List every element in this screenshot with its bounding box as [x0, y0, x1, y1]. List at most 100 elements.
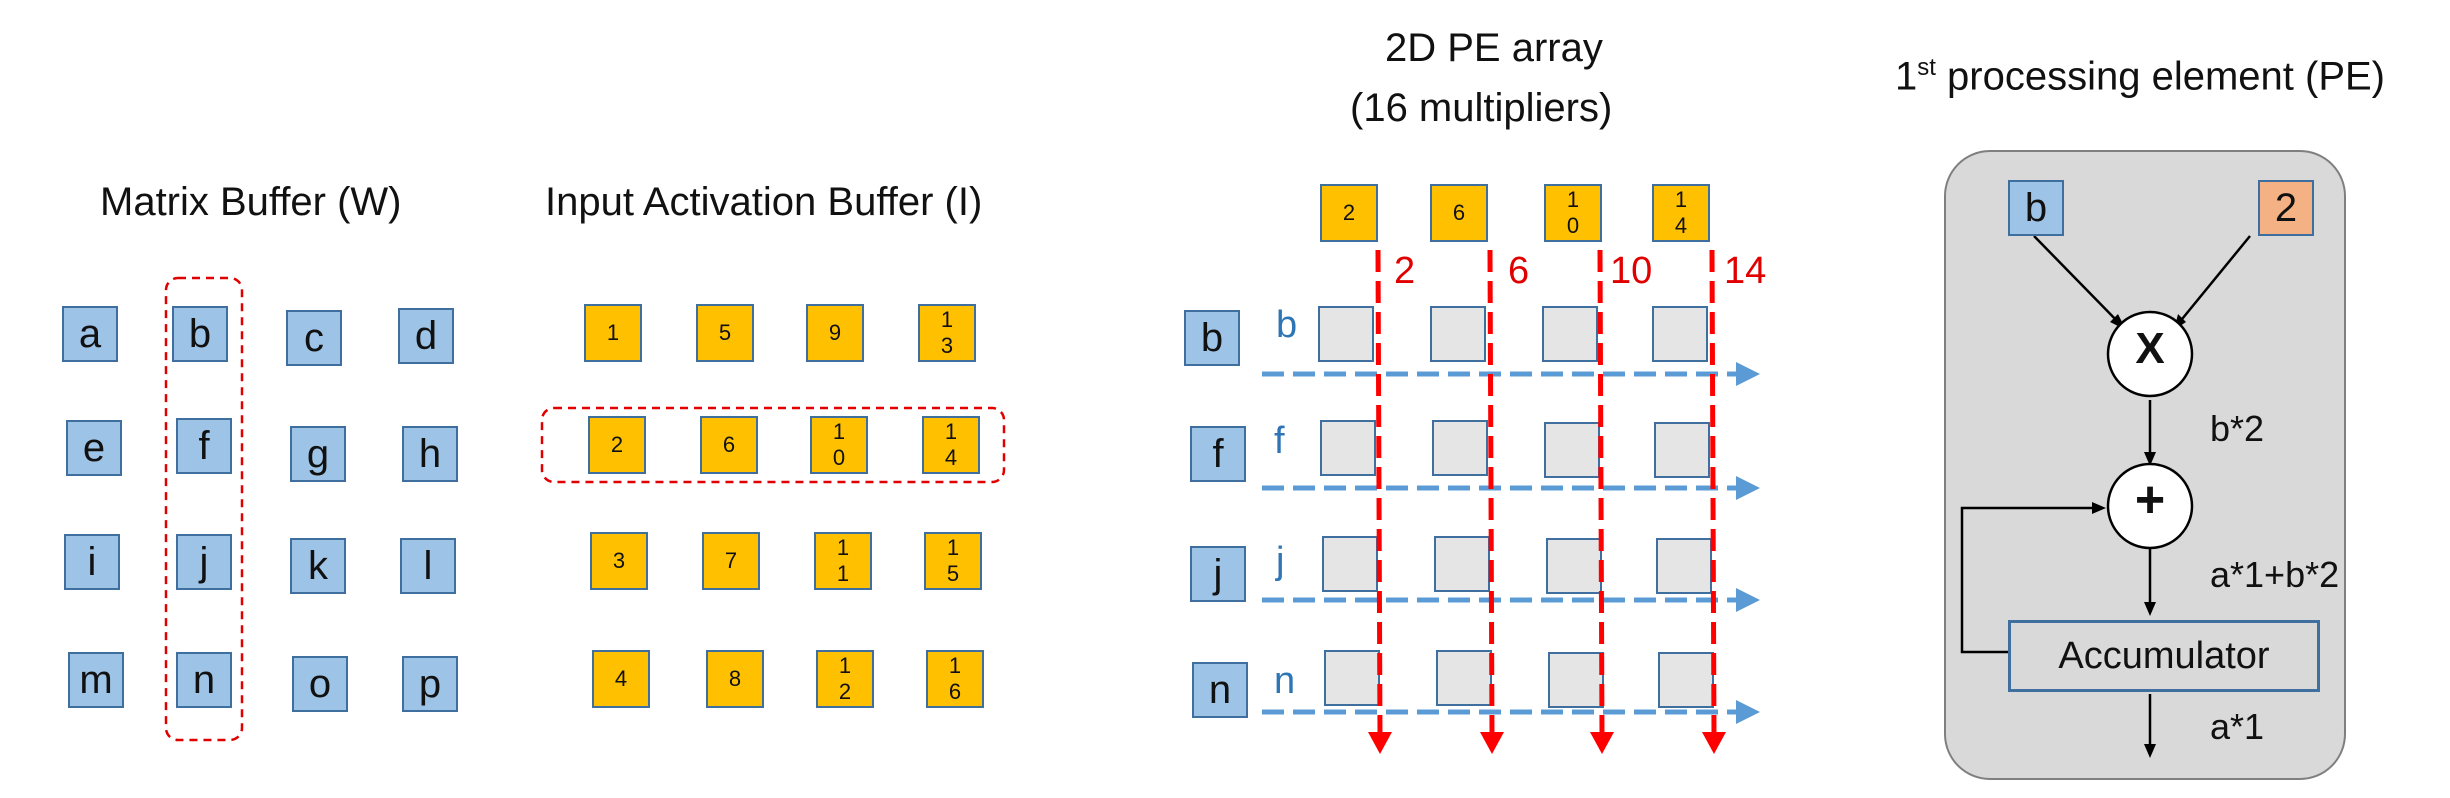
input-cell-value: 15	[946, 535, 960, 586]
input-cell-value: 7	[724, 548, 738, 573]
pe-weight-input: b	[2008, 180, 2064, 236]
array-input-cell: 10	[1544, 184, 1602, 242]
matrix-buffer-title: Matrix Buffer (W)	[100, 180, 402, 224]
row-arrowhead	[1736, 588, 1760, 612]
input-cell-value: 9	[828, 320, 842, 345]
pe-cell	[1436, 650, 1492, 706]
pe-cell	[1652, 306, 1708, 362]
input-cell-value: 13	[940, 307, 954, 358]
accumulator-box: Accumulator	[2008, 620, 2320, 692]
array-weight-cell: b	[1184, 310, 1240, 366]
input-cell: 1	[584, 304, 642, 362]
pe-array-title: 2D PE array	[1385, 26, 1603, 70]
column-arrowhead	[1480, 732, 1504, 754]
weight-cell: i	[64, 534, 120, 590]
input-cell-value: 14	[944, 419, 958, 470]
pe-cell	[1654, 422, 1710, 478]
input-cell: 2	[588, 416, 646, 474]
row-label: f	[1274, 420, 1285, 462]
array-input-value: 14	[1674, 187, 1688, 238]
weight-cell: p	[402, 656, 458, 712]
input-cell: 11	[814, 532, 872, 590]
row-label: b	[1276, 304, 1298, 346]
column-arrow	[1597, 249, 1605, 737]
multiplier-circle	[2106, 310, 2194, 398]
row-label: n	[1274, 660, 1296, 702]
weight-cell: d	[398, 308, 454, 364]
input-cell: 12	[816, 650, 874, 708]
column-label: 2	[1394, 250, 1416, 292]
input-cell: 10	[810, 416, 868, 474]
row-label: j	[1276, 540, 1285, 582]
mul-to-add-arrowhead	[2144, 452, 2156, 466]
pe-detail-title-sup: st	[1917, 54, 1936, 81]
array-input-cell: 2	[1320, 184, 1378, 242]
pe-cell	[1432, 420, 1488, 476]
row-arrowhead	[1736, 700, 1760, 724]
row-arrows	[1262, 362, 1760, 724]
pe-cell	[1658, 652, 1714, 708]
pe-detail-title-rest: processing element (PE)	[1935, 54, 2386, 99]
input-cell: 5	[696, 304, 754, 362]
input-cell-value: 6	[722, 432, 736, 457]
feedback-connector	[1960, 506, 2096, 654]
column-label: 14	[1724, 250, 1767, 292]
row-arrowhead	[1736, 362, 1760, 386]
array-input-cell: 6	[1430, 184, 1488, 242]
input-cell-value: 5	[718, 320, 732, 345]
weight-cell: a	[62, 306, 118, 362]
column-arrow	[1375, 249, 1383, 737]
row-arrowhead	[1736, 476, 1760, 500]
pe-detail-title-number: 1	[1895, 54, 1918, 99]
weight-cell: l	[400, 538, 456, 594]
input-cell: 15	[924, 532, 982, 590]
array-input-cell: 14	[1652, 184, 1710, 242]
weight-cell: b	[172, 306, 228, 362]
input-cell: 13	[918, 304, 976, 362]
column-arrow	[1709, 249, 1717, 737]
pe-cell	[1430, 306, 1486, 362]
column-arrowhead	[1702, 732, 1726, 754]
add-to-acc-arrowhead	[2144, 602, 2156, 616]
array-weight-cell: n	[1192, 662, 1248, 718]
input-cell-value: 10	[832, 419, 846, 470]
weight-cell: c	[286, 310, 342, 366]
w-to-mul-connector	[2033, 235, 2123, 327]
product-label: b*2	[2210, 408, 2265, 449]
multiplier-symbol: X	[2135, 324, 2165, 373]
pe-cell	[1320, 420, 1376, 476]
input-cell-value: 11	[836, 535, 850, 586]
pe-array-subtitle: (16 multipliers)	[1350, 86, 1613, 130]
weight-cell: n	[176, 652, 232, 708]
pe-cell	[1542, 306, 1598, 362]
output-label: a*1	[2210, 706, 2265, 747]
pe-cell	[1656, 538, 1712, 594]
array-input-value: 2	[1342, 200, 1356, 225]
pe-cell	[1318, 306, 1374, 362]
array-weight-cell: j	[1190, 546, 1246, 602]
column-arrow	[1487, 249, 1495, 737]
feedback-arrowhead	[2092, 502, 2106, 514]
input-cell: 16	[926, 650, 984, 708]
column-label: 6	[1508, 250, 1530, 292]
array-weight-cell: f	[1190, 426, 1246, 482]
sum-label: a*1+b*2	[2210, 554, 2340, 595]
input-cell: 7	[702, 532, 760, 590]
input-cell: 14	[922, 416, 980, 474]
column-arrowhead	[1368, 732, 1392, 754]
column-label: 10	[1610, 250, 1653, 292]
input-cell-value: 12	[838, 653, 852, 704]
weight-cell: o	[292, 656, 348, 712]
adder-symbol: +	[2134, 471, 2166, 529]
weight-cell: e	[66, 420, 122, 476]
pe-activation-input: 2	[2258, 180, 2314, 236]
pe-cell	[1546, 538, 1602, 594]
pe-detail-title: 1st processing element (PE)	[1895, 54, 2385, 99]
weight-cell: j	[176, 534, 232, 590]
pe-cell	[1324, 650, 1380, 706]
weight-cell: k	[290, 538, 346, 594]
acc-output-arrowhead	[2144, 744, 2156, 758]
